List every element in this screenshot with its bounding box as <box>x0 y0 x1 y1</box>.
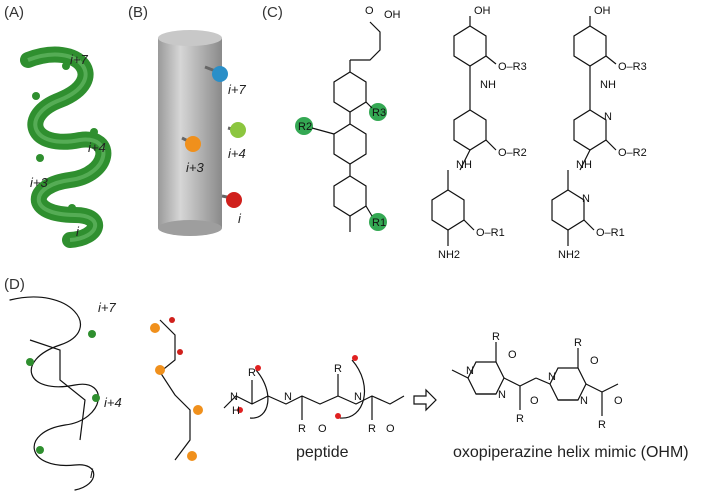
pep-r-4: R <box>368 423 376 435</box>
helix-a-label-i4: i+4 <box>88 140 106 155</box>
residue-dot <box>68 204 76 212</box>
cyl-label-i4: i+4 <box>228 146 246 161</box>
benz-nh-1: NH <box>480 79 496 91</box>
helix-d-label-i7: i+7 <box>98 300 116 315</box>
ohm-o-4: O <box>614 395 623 407</box>
pyr-r3: O–R3 <box>618 61 647 73</box>
sphere-green <box>230 122 246 138</box>
helix-a-label-i7: i+7 <box>70 52 88 67</box>
helix-d-label-i: i <box>90 466 93 481</box>
ohm-n-2: N <box>498 389 506 401</box>
benz-nh2: NH2 <box>438 249 460 261</box>
pep-n-1: N <box>230 391 238 403</box>
pyridine-structure: OH O–R3 NH N O–R2 NH N O–R1 NH2 <box>551 5 647 261</box>
pyr-oh: OH <box>594 5 611 17</box>
cyl-label-i: i <box>238 211 241 226</box>
helix-a-label-i3: i+3 <box>30 175 48 190</box>
ohm-o-3: O <box>530 395 539 407</box>
ohm-o-1: O <box>508 349 517 361</box>
residue-dot <box>90 128 98 136</box>
ohm-n-4: N <box>580 395 588 407</box>
r1-label: R1 <box>372 217 386 229</box>
benz-r2: O–R2 <box>498 147 527 159</box>
pyr-r2: O–R2 <box>618 147 647 159</box>
benzamide-structure: OH O–R3 NH O–R2 NH O–R1 NH2 <box>431 5 527 261</box>
ohm-o-2: O <box>590 355 599 367</box>
benz-r1: O–R1 <box>476 227 505 239</box>
panel-label-b: (B) <box>128 4 148 21</box>
helix-a-label-i: i <box>76 224 79 239</box>
pyr-n-2: N <box>582 193 590 205</box>
r3-circle <box>369 103 387 121</box>
benz-r3: O–R3 <box>498 61 527 73</box>
sphere-blue <box>212 66 228 82</box>
helix-ribbon-a <box>20 46 112 248</box>
acid-oh: OH <box>384 9 401 21</box>
r2-circle <box>295 117 313 135</box>
residue-dot <box>36 154 44 162</box>
transform-arrow <box>413 388 437 412</box>
sphere-red <box>226 192 242 208</box>
pep-r-2: R <box>298 423 306 435</box>
pep-n-3: N <box>354 391 362 403</box>
pep-o-2: O <box>386 423 395 435</box>
terphenyl-structure: OH O R3 R2 R1 <box>295 5 401 232</box>
pep-o-1: O <box>318 423 327 435</box>
benz-nh-2: NH <box>456 159 472 171</box>
helix-d-label-i4: i+4 <box>104 395 122 410</box>
pep-r-3: R <box>334 363 342 375</box>
ohm-n-1: N <box>466 365 474 377</box>
residue-dot <box>62 62 70 70</box>
panel-label-d: (D) <box>4 276 25 293</box>
pyr-nh-1: NH <box>600 79 616 91</box>
pep-r-1: R <box>248 367 256 379</box>
cylinder-bottom <box>158 220 222 236</box>
ohm-structure: R R R R N N N N O O O O <box>451 331 623 431</box>
benz-oh: OH <box>474 5 491 17</box>
pyr-nh-2: NH <box>576 159 592 171</box>
ohm-r-3: R <box>516 413 524 425</box>
panel-label-a: (A) <box>4 4 24 21</box>
peptide-caption: peptide <box>296 444 349 461</box>
ohm-r-4: R <box>598 419 606 431</box>
cylinder-top <box>158 30 222 46</box>
acid-o: O <box>365 5 374 17</box>
panel-label-c: (C) <box>262 4 283 21</box>
cyl-label-i3: i+3 <box>186 160 204 175</box>
ohm-caption: oxopiperazine helix mimic (OHM) <box>453 444 689 461</box>
pyr-nh2: NH2 <box>558 249 580 261</box>
pep-n-2: N <box>284 391 292 403</box>
r1-circle <box>369 213 387 231</box>
helix-ribbon-d <box>9 296 100 491</box>
ohm-r-2: R <box>574 337 582 349</box>
cyl-label-i7: i+7 <box>228 82 246 97</box>
ohm-n-3: N <box>548 371 556 383</box>
ohm-r-1: R <box>492 331 500 343</box>
pyr-r1: O–R1 <box>596 227 625 239</box>
r2-label: R2 <box>298 121 312 133</box>
pyr-n-1: N <box>604 111 612 123</box>
pep-h-1: H <box>232 405 240 417</box>
r3-label: R3 <box>372 107 386 119</box>
residue-dot <box>32 92 40 100</box>
peptide-structure: R R R R H N N N O O <box>223 355 405 435</box>
sphere-orange <box>185 136 201 152</box>
side-chain-scaffold <box>150 317 203 461</box>
